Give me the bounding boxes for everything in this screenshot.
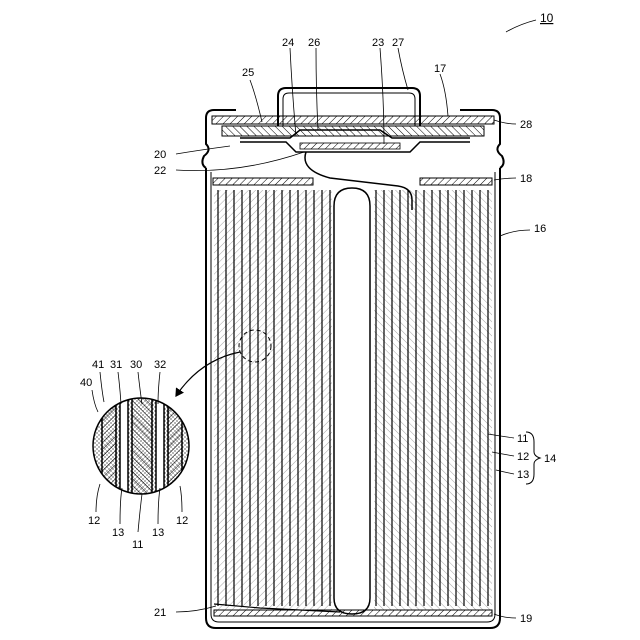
- label-13: 13: [517, 469, 529, 481]
- label-12: 12: [517, 451, 529, 463]
- label-18: 18: [520, 173, 532, 185]
- detail-label-12a: 12: [88, 515, 100, 527]
- label-27: 27: [392, 37, 404, 49]
- label-28: 28: [520, 119, 532, 131]
- detail-label-13a: 13: [112, 527, 124, 539]
- figure-number: 10: [540, 11, 554, 25]
- detail-label-11: 11: [132, 539, 143, 551]
- detail-label-12b: 12: [176, 515, 188, 527]
- electrode-assembly: [214, 188, 492, 614]
- label-14: 14: [544, 453, 556, 465]
- label-22: 22: [154, 165, 166, 177]
- detail-label-41: 41: [92, 359, 104, 371]
- detail-label-30: 30: [130, 359, 142, 371]
- insulator-23: [300, 143, 400, 149]
- label-26: 26: [308, 37, 320, 49]
- insulating-plate-18b: [420, 178, 492, 185]
- label-23: 23: [372, 37, 384, 49]
- label-21: 21: [154, 607, 166, 619]
- insulating-plate-19: [214, 610, 492, 616]
- label-16: 16: [534, 223, 546, 235]
- gasket-28: [212, 116, 494, 124]
- detail-label-31: 31: [110, 359, 122, 371]
- detail-magnified-view: [90, 396, 192, 496]
- detail-label-32: 32: [154, 359, 166, 371]
- detail-label-13b: 13: [152, 527, 164, 539]
- detail-label-40: 40: [80, 377, 92, 389]
- label-20: 20: [154, 149, 166, 161]
- center-core: [334, 188, 370, 614]
- label-19: 19: [520, 613, 532, 625]
- insulating-plate-18: [213, 178, 313, 185]
- filter-25: [222, 126, 484, 136]
- label-11: 11: [517, 433, 528, 445]
- label-25: 25: [242, 67, 254, 79]
- label-17: 17: [434, 63, 446, 75]
- label-24: 24: [282, 37, 294, 49]
